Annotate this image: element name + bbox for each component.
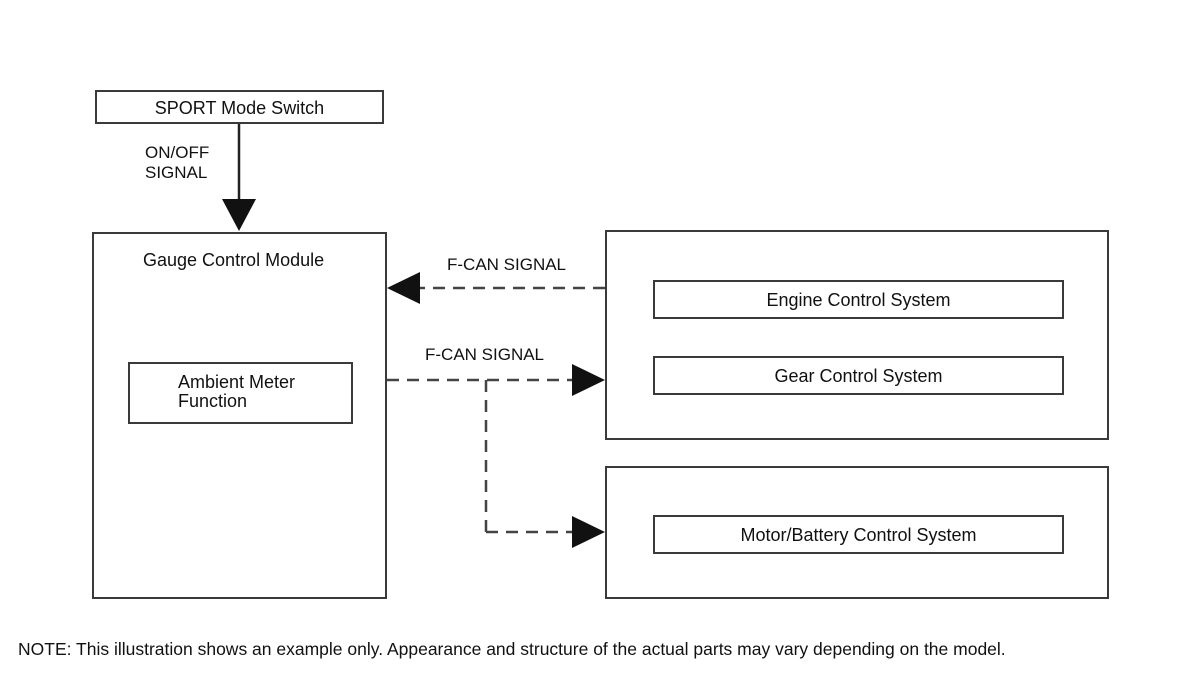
sport-mode-switch-box: SPORT Mode Switch — [95, 90, 384, 124]
motor-battery-group-box: Motor/Battery Control System — [605, 466, 1109, 599]
gauge-control-module-box: Gauge Control Module Ambient Meter Funct… — [92, 232, 387, 599]
fcan-out-signal-label: F-CAN SIGNAL — [425, 345, 545, 364]
motor-battery-control-system-box: Motor/Battery Control System — [653, 515, 1064, 554]
fcan-in-signal-label: F-CAN SIGNAL — [447, 255, 567, 274]
engine-control-system-box: Engine Control System — [653, 280, 1064, 319]
engine-control-system-label: Engine Control System — [766, 290, 951, 310]
ambient-meter-function-label-line2: Function — [178, 391, 248, 411]
engine-gear-group-box: Engine Control System Gear Control Syste… — [605, 230, 1109, 440]
onoff-signal-arrowhead — [222, 199, 256, 231]
gauge-control-module-title: Gauge Control Module — [143, 250, 325, 270]
motor-battery-control-system-label: Motor/Battery Control System — [740, 525, 977, 545]
ambient-meter-function-box: Ambient Meter Function — [128, 362, 353, 424]
fcan-branch-arrowhead — [572, 516, 605, 548]
fcan-out-arrowhead — [572, 364, 605, 396]
illustration-note: NOTE: This illustration shows an example… — [18, 639, 1006, 659]
onoff-signal-label-line1: ON/OFF — [145, 143, 210, 162]
gear-control-system-label: Gear Control System — [774, 366, 943, 386]
ambient-meter-function-label-line1: Ambient Meter — [178, 372, 296, 392]
sport-mode-switch-label: SPORT Mode Switch — [154, 98, 325, 118]
fcan-in-arrowhead — [387, 272, 420, 304]
onoff-signal-label-line2: SIGNAL — [145, 163, 208, 182]
gear-control-system-box: Gear Control System — [653, 356, 1064, 395]
